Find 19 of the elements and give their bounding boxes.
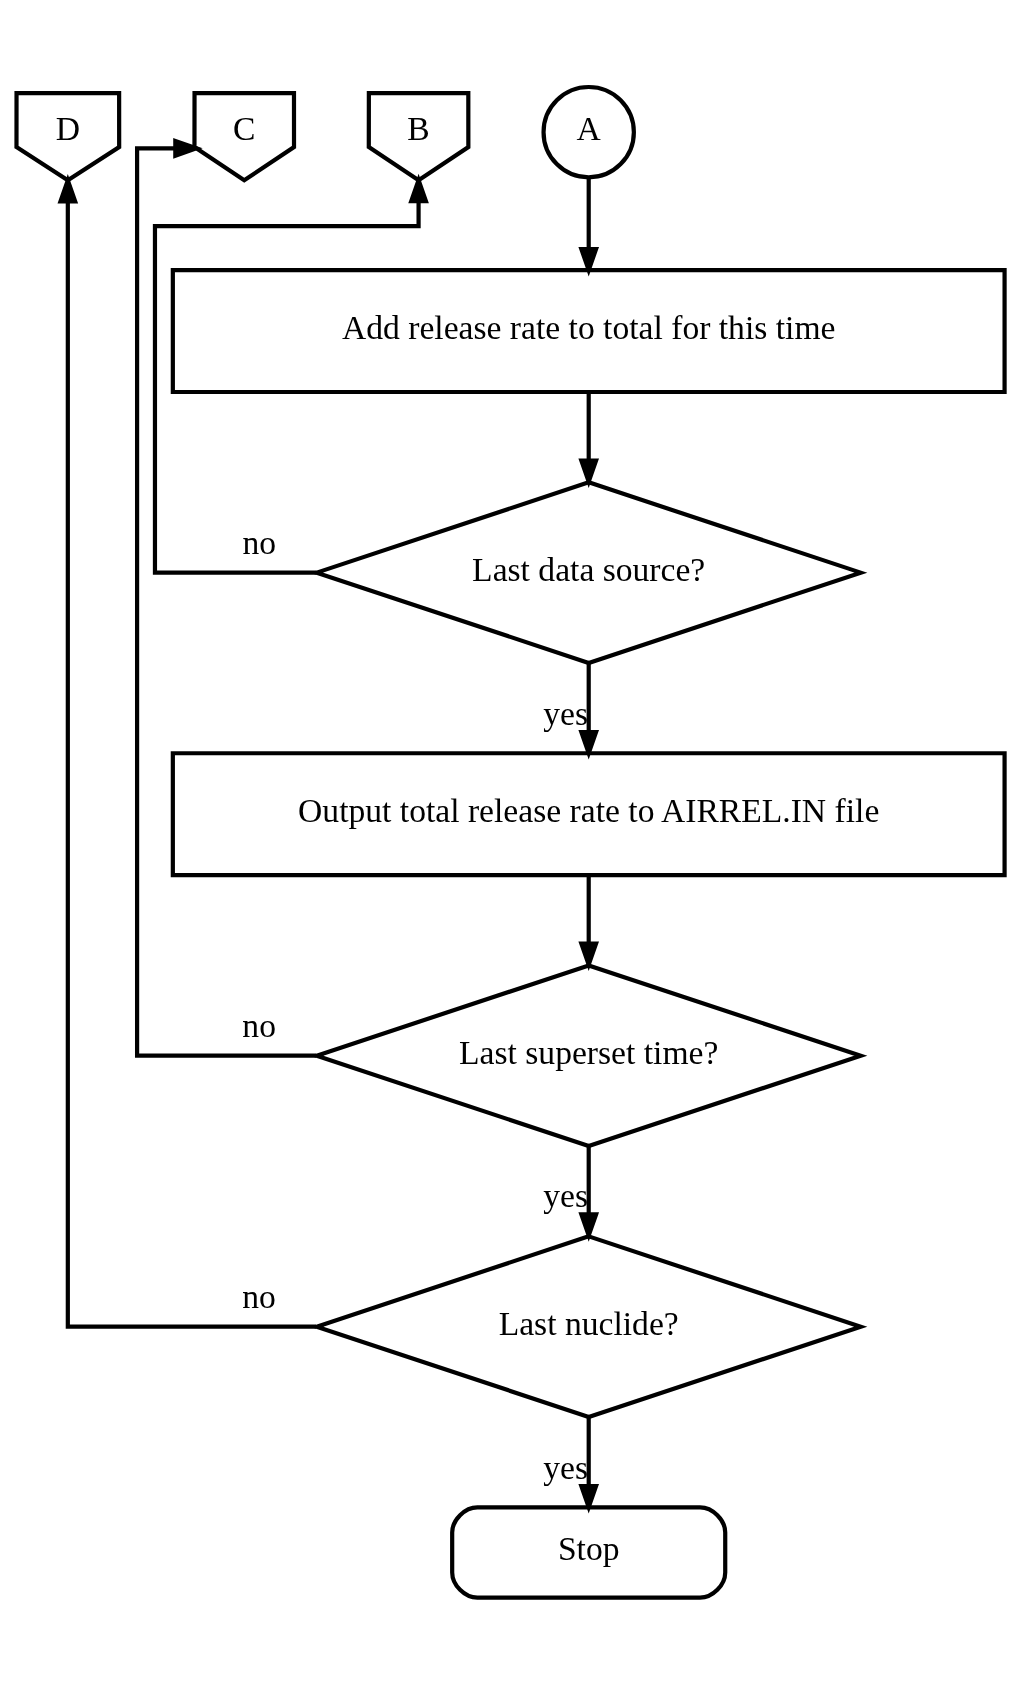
edge-label: no — [242, 523, 277, 561]
arrow — [57, 173, 317, 1329]
arrow — [578, 1146, 599, 1242]
edge-label: yes — [543, 1176, 588, 1214]
edge-label: yes — [543, 694, 588, 732]
arrow — [152, 173, 429, 575]
arrow — [135, 137, 317, 1058]
arrow — [578, 662, 599, 759]
arrow — [578, 874, 599, 971]
node-box: Add release rate to total for this time — [170, 267, 1007, 394]
arrow — [578, 391, 599, 488]
node-box: Stop — [450, 1504, 728, 1600]
arrow — [578, 177, 599, 276]
arrow — [578, 1416, 599, 1513]
edge-label: yes — [543, 1448, 588, 1486]
node-box: Output total release rate to AIRREL.IN file — [170, 750, 1007, 877]
node-circle: A — [541, 84, 636, 179]
edge-label: no — [242, 1006, 276, 1044]
edge-label: no — [242, 1277, 276, 1315]
